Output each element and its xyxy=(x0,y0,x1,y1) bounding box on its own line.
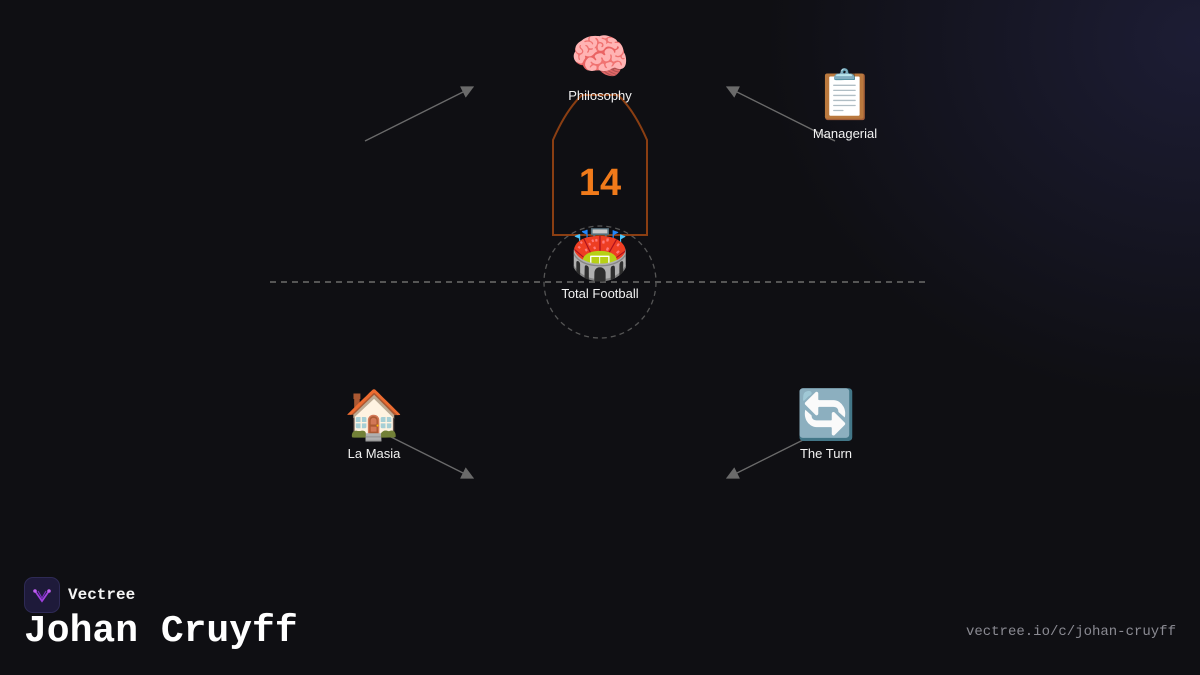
stadium-icon: 🏟️ xyxy=(570,229,630,282)
page-url[interactable]: vectree.io/c/johan-cruyff xyxy=(965,624,1176,640)
node-label: Philosophy xyxy=(568,88,632,103)
refresh-arrows-icon: 🔄 xyxy=(796,389,856,442)
node-label: Total Football xyxy=(561,286,639,301)
arrow-from-the-turn xyxy=(725,433,816,479)
node-the-turn[interactable]: 🔄 The Turn xyxy=(756,389,896,462)
vectree-logo-icon xyxy=(24,577,60,613)
house-icon: 🏠 xyxy=(344,389,404,442)
center-dashed-ring xyxy=(543,225,657,339)
arrow-to-philosophy xyxy=(364,86,475,142)
node-label: Managerial xyxy=(812,126,878,141)
brain-icon: 🧠 xyxy=(570,31,630,84)
brand-name: Vectree xyxy=(68,586,136,604)
clipboard-icon: 📋 xyxy=(815,69,875,122)
node-managerial[interactable]: 📋 Managerial xyxy=(775,69,915,142)
page-title: Johan Cruyff xyxy=(24,610,298,653)
arrow-from-managerial xyxy=(725,86,836,142)
node-la-masia[interactable]: 🏠 La Masia xyxy=(304,389,444,462)
node-philosophy[interactable]: 🧠 Philosophy xyxy=(530,31,670,104)
jersey-number: 14 xyxy=(578,162,622,204)
brand[interactable]: Vectree xyxy=(24,577,135,613)
node-label: The Turn xyxy=(799,446,853,461)
node-total-football[interactable]: 🏟️ Total Football xyxy=(530,229,670,302)
node-label: La Masia xyxy=(347,446,401,461)
arrow-from-la-masia xyxy=(384,433,475,479)
jersey-outline xyxy=(552,94,648,236)
